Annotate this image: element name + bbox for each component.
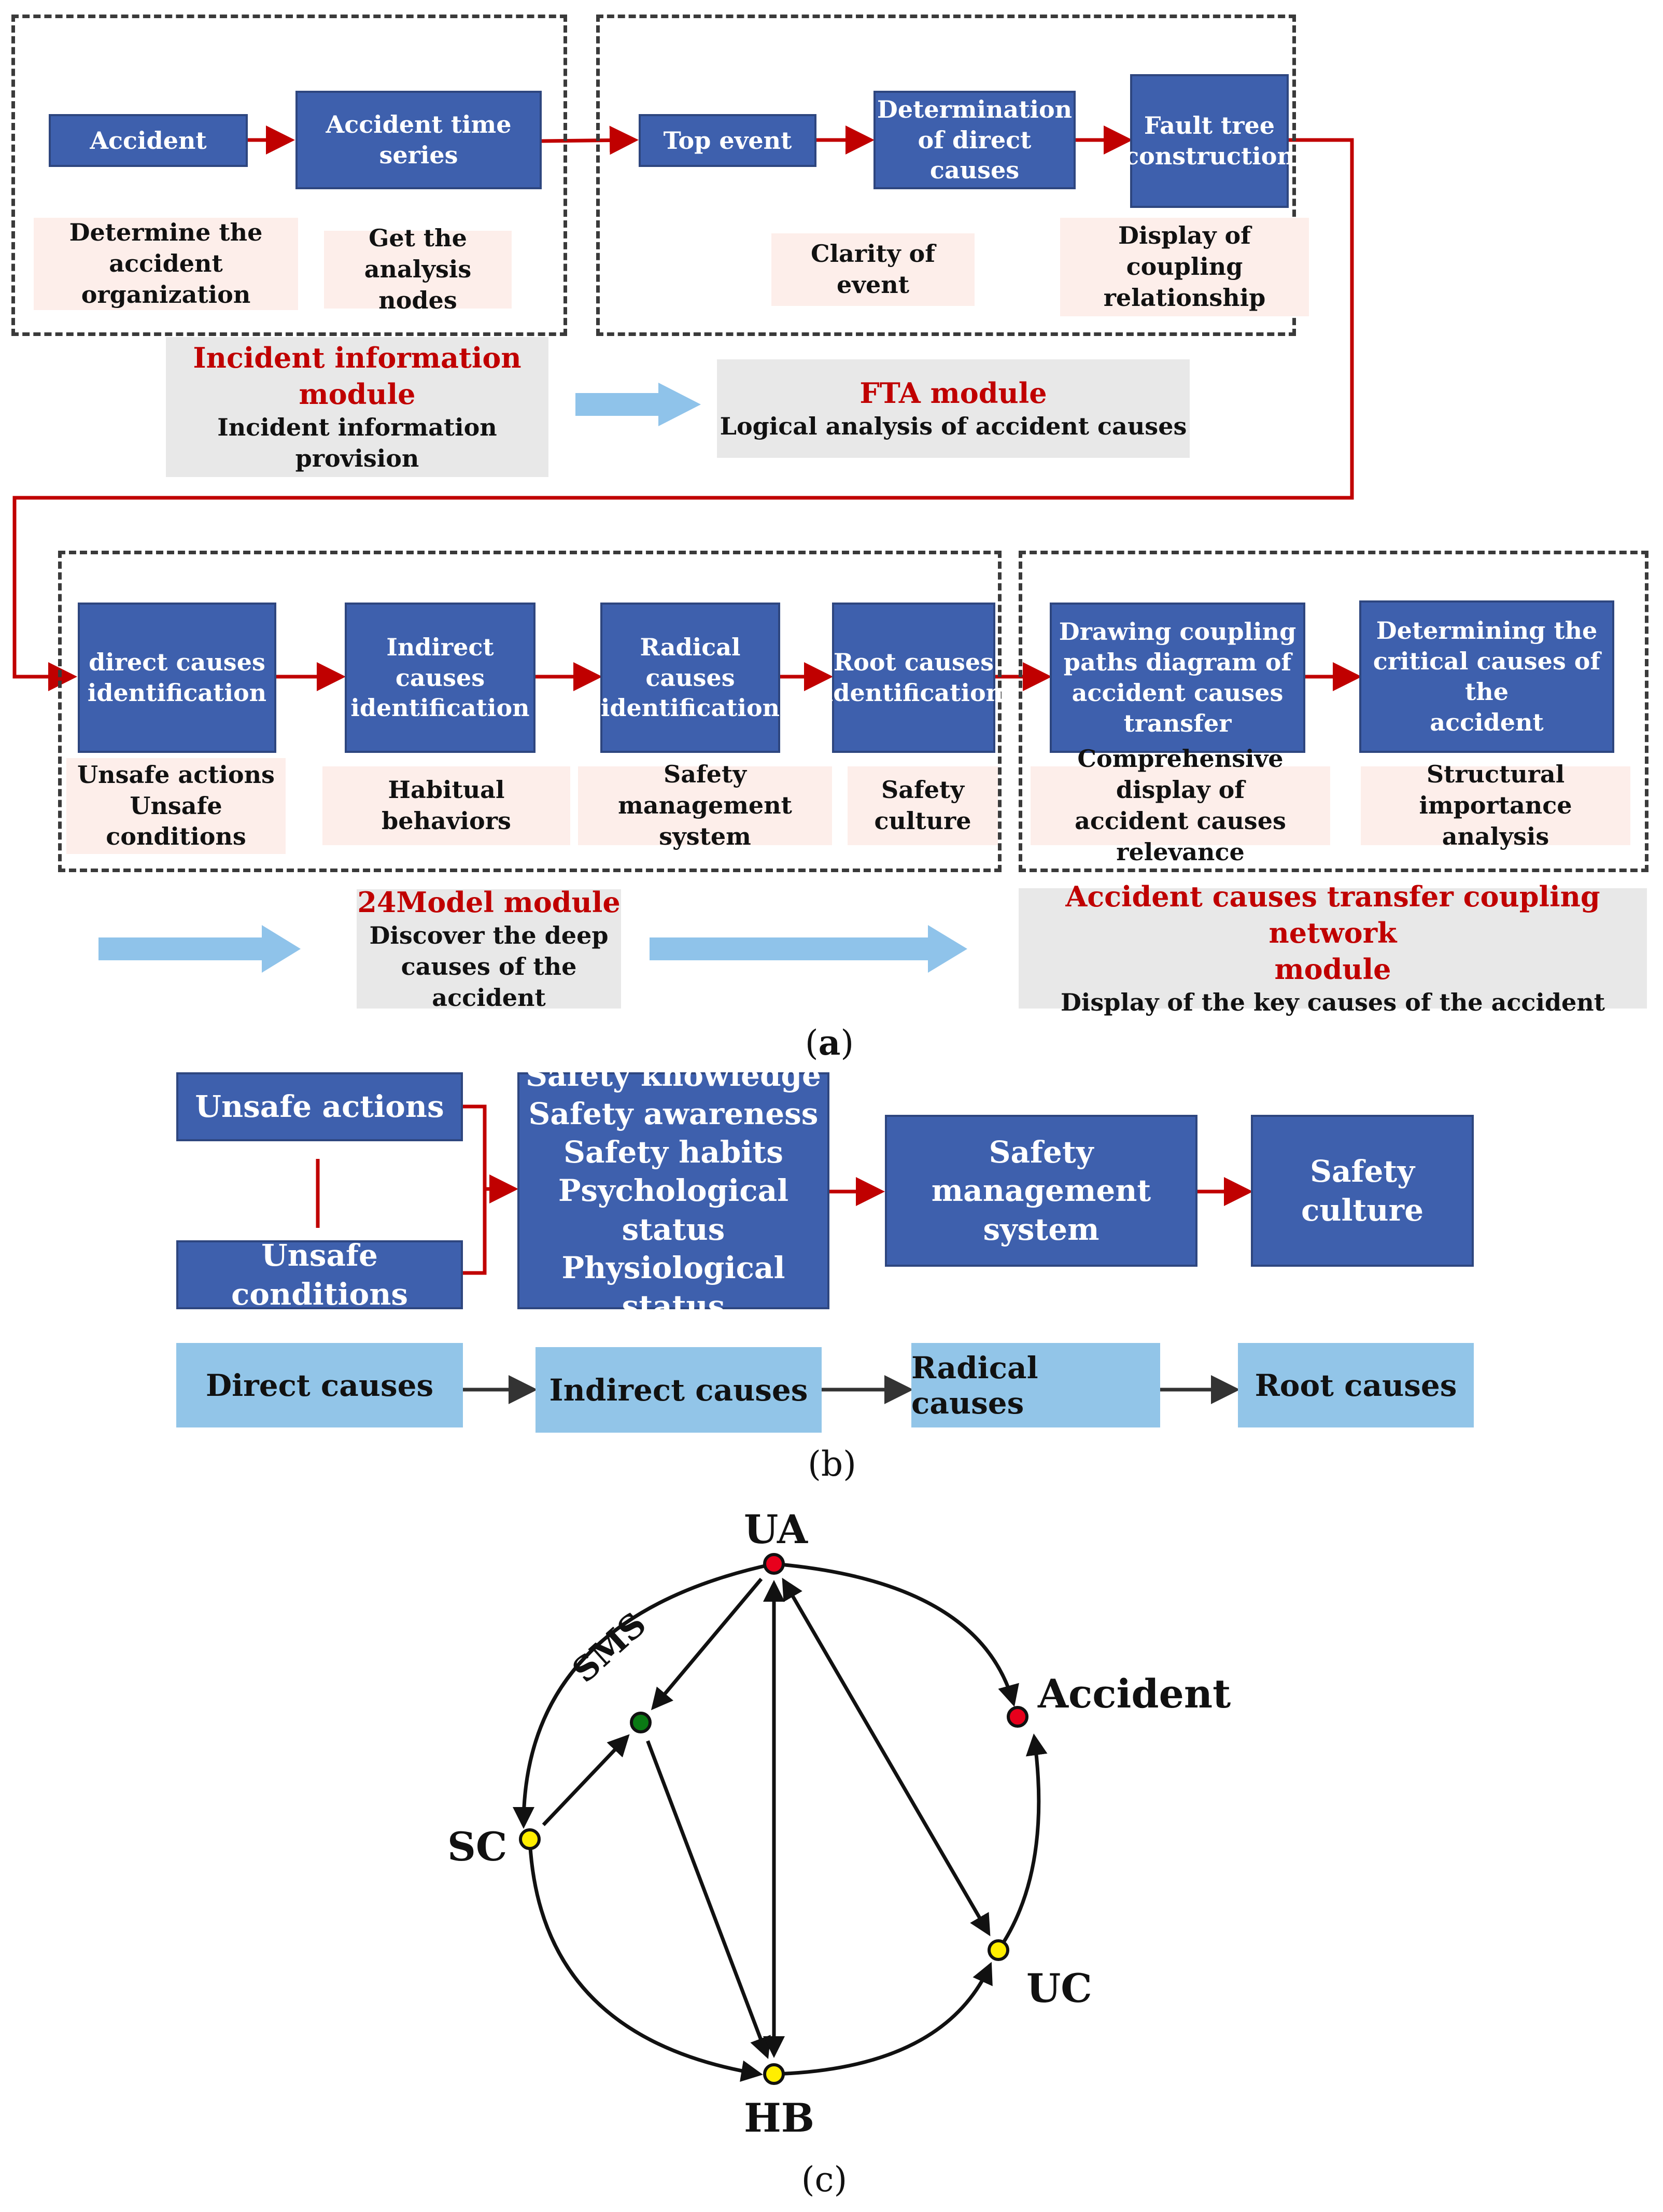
edge-sc-hb <box>528 1839 763 2082</box>
incident-module-frame <box>11 15 567 336</box>
fta-module-label: FTA module Logical analysis of accident … <box>717 359 1190 458</box>
indirect-factor: Physiological status <box>561 1250 785 1324</box>
note-accident-organization: Determine the accident organization <box>34 218 298 310</box>
root-causes-identification-box: Root causes identification <box>824 603 1003 753</box>
flow-arrows-b <box>316 1104 1253 1404</box>
incident-module-title: Incident information module <box>193 341 522 411</box>
note-causes-relevance: Comprehensive display of accident causes… <box>1031 745 1330 866</box>
edge-sc-sms <box>542 1734 630 1826</box>
indirect-factor: Safety knowledge <box>526 1057 821 1093</box>
caption-c: (c) <box>801 2160 848 2200</box>
fta-module-title: FTA module <box>859 376 1047 410</box>
direct-causes-determination-box: Determination of direct causes <box>873 91 1076 189</box>
unsafe-conditions-box: Unsafe conditions <box>176 1238 463 1312</box>
incident-module-subtitle: Incident information provision <box>217 413 497 473</box>
indirect-causes-identification-box: Indirect causes identification <box>345 603 535 753</box>
safety-management-system-box: Safety management system <box>885 1115 1197 1267</box>
note-safety-management-system: Safety management system <box>578 760 832 850</box>
fta-module-subtitle: Logical analysis of accident causes <box>720 412 1187 441</box>
critical-causes-box: Determining the critical causes of the a… <box>1359 600 1614 753</box>
note-habitual-behaviors: Habitual behaviors <box>322 766 570 845</box>
module-transition-arrows <box>98 383 967 973</box>
edge-hb-uc <box>773 1962 993 2076</box>
edge-ua-sms <box>651 1577 763 1711</box>
direct-causes-identification-box: direct causes identification <box>78 603 276 753</box>
note-safety-culture: Safety culture <box>848 766 998 845</box>
node-ua <box>763 1553 785 1575</box>
node-label-ua: UA <box>744 1506 808 1552</box>
edge-sms-hb <box>646 1740 771 2060</box>
node-label-hb: HB <box>744 2095 815 2141</box>
fault-tree-construction-box: Fault tree construction <box>1124 74 1294 208</box>
model24-module-title: 24Model module <box>357 886 621 919</box>
node-label-accident: Accident <box>1038 1671 1231 1717</box>
edge-ua-sc <box>513 1562 774 1829</box>
unsafe-actions-box: Unsafe actions <box>176 1072 463 1141</box>
node-accident <box>1007 1706 1028 1728</box>
accident-time-series-box: Accident time series <box>295 91 542 189</box>
level-root-causes: Root causes <box>1238 1343 1474 1427</box>
network-module-label: Accident causes transfer coupling networ… <box>1019 880 1647 1016</box>
network-module-title: Accident causes transfer coupling networ… <box>1065 879 1600 986</box>
coupling-paths-diagram-box: Drawing coupling paths diagram of accide… <box>1050 603 1305 753</box>
edge-ua-accident <box>773 1562 1019 1707</box>
indirect-factor: Safety habits <box>563 1135 783 1170</box>
fta-module-frame <box>596 15 1296 336</box>
accident-box: Accident <box>49 114 248 167</box>
note-coupling-relationship: Display of coupling relationship <box>1060 218 1309 316</box>
edge-ua-uc <box>782 1577 991 1937</box>
coupling-network <box>513 1553 1048 2085</box>
node-uc <box>988 1939 1009 1961</box>
caption-a: (a) <box>805 1023 854 1063</box>
radical-causes-identification-box: Radical causes identification <box>600 603 780 753</box>
note-clarity-of-event: Clarity of event <box>771 233 975 306</box>
caption-b: (b) <box>808 1444 856 1484</box>
node-label-sc: SC <box>447 1824 508 1870</box>
level-indirect-causes: Indirect causes <box>535 1347 822 1433</box>
level-direct-causes: Direct causes <box>176 1343 463 1427</box>
note-structural-importance: Structural importance analysis <box>1361 760 1630 850</box>
model24-module-frame <box>58 551 1002 872</box>
node-sc <box>519 1828 541 1850</box>
node-sms <box>630 1712 652 1733</box>
indirect-factor: Safety awareness <box>528 1096 819 1131</box>
note-unsafe-actions-conditions: Unsafe actions Unsafe conditions <box>66 758 286 854</box>
incident-module-label: Incident information module Incident inf… <box>166 337 548 477</box>
network-module-subtitle: Display of the key causes of the acciden… <box>1060 988 1605 1017</box>
network-module-frame <box>1019 551 1648 872</box>
indirect-factor: Psychological status <box>558 1173 789 1247</box>
level-radical-causes: Radical causes <box>911 1343 1160 1427</box>
indirect-factors-box: Safety knowledge Safety awareness Safety… <box>517 1058 829 1324</box>
model24-module-label: 24Model module Discover the deep causes … <box>357 886 621 1012</box>
node-hb <box>763 2063 785 2085</box>
top-event-box: Top event <box>639 114 816 167</box>
note-analysis-nodes: Get the analysis nodes <box>324 224 512 314</box>
edge-uc-accident <box>997 1733 1048 1951</box>
model24-module-subtitle: Discover the deep causes of the accident <box>369 921 609 1012</box>
node-label-uc: UC <box>1026 1965 1092 2011</box>
safety-culture-box: Safety culture <box>1251 1115 1474 1267</box>
flow-arrows-a <box>12 125 1362 691</box>
